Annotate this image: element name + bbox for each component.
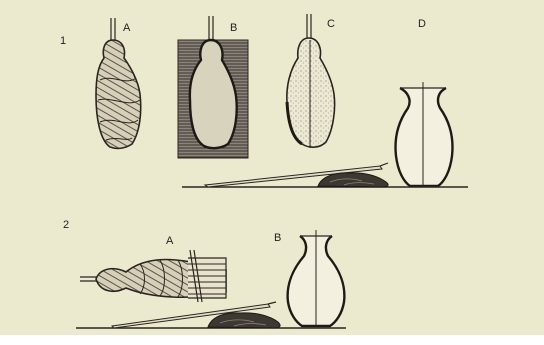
stage-1c-stippled-vessel bbox=[287, 14, 335, 148]
stage-2a-horizontal-core bbox=[80, 250, 226, 302]
stage-1a-coiled-core bbox=[96, 18, 141, 148]
stage-1d-finished-vase bbox=[396, 82, 453, 186]
wound-coil-rings bbox=[188, 250, 226, 302]
stage-1b-mould-block bbox=[178, 16, 248, 158]
illustration-sheet: 1 A B C D 2 A B bbox=[0, 0, 544, 335]
stage-2b-vase bbox=[288, 230, 345, 326]
